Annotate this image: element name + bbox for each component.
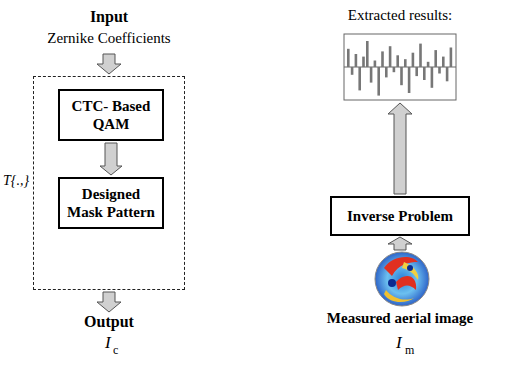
up-arrow bbox=[388, 103, 412, 194]
input-arrow bbox=[97, 54, 121, 74]
heading: Output bbox=[84, 313, 134, 331]
up-arrow bbox=[388, 237, 412, 250]
operator-label: T{.,} bbox=[3, 173, 29, 189]
bar-chart bbox=[344, 34, 456, 100]
output-arrow bbox=[97, 292, 121, 312]
flow-arrow bbox=[100, 143, 122, 175]
subscript: c bbox=[113, 343, 118, 358]
aerial-image bbox=[375, 252, 429, 306]
process-box: CTC- Based QAM bbox=[58, 89, 164, 141]
heading: Measured aerial image bbox=[327, 310, 473, 327]
heading: Extracted results: bbox=[348, 7, 453, 24]
symbol: I bbox=[396, 333, 402, 353]
box-text: CTC- Based QAM bbox=[66, 97, 156, 133]
subheading: Zernike Coefficients bbox=[47, 30, 170, 47]
box-text: Designed Mask Pattern bbox=[66, 185, 156, 221]
box-text: Inverse Problem bbox=[347, 207, 453, 225]
dashed-group: T{.,}CTC- Based QAMDesigned Mask Pattern bbox=[33, 76, 185, 290]
process-box: Designed Mask Pattern bbox=[58, 177, 164, 229]
symbol: I bbox=[105, 333, 111, 353]
heading: Input bbox=[90, 8, 128, 26]
subscript: m bbox=[405, 343, 414, 358]
process-box: Inverse Problem bbox=[330, 196, 470, 236]
